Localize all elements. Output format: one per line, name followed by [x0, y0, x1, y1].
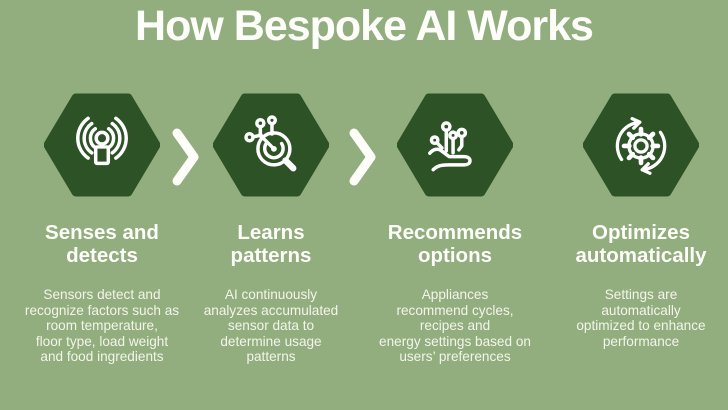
hexagon-badge — [397, 93, 513, 197]
step-column-recommends: Recommends options Appliances recommend … — [365, 0, 545, 410]
magnifier-circuit-icon — [244, 115, 297, 172]
sensor-signal-icon — [76, 116, 128, 166]
hexagon-shape — [397, 93, 513, 197]
gear-sync-arrows-icon — [615, 117, 667, 175]
step-column-optimizes: Optimizes automatically Settings are aut… — [551, 0, 728, 410]
step-column-senses: Senses and detects Sensors detect and re… — [12, 0, 192, 410]
hand-circuit-icon — [428, 121, 472, 172]
hexagon-badge — [583, 93, 699, 197]
hexagon-badge — [44, 93, 160, 197]
step-heading: Senses and detects — [45, 221, 159, 267]
chevron-right-icon — [349, 128, 376, 186]
step-description: Settings are automatically optimized to … — [576, 287, 706, 349]
hexagon-shape — [583, 93, 699, 197]
step-column-learns: Learns patterns AI continuously analyzes… — [181, 0, 361, 410]
step-heading: Optimizes automatically — [575, 221, 707, 267]
step-heading: Learns patterns — [230, 221, 312, 267]
step-heading: Recommends options — [387, 221, 523, 267]
step-description: Sensors detect and recognize factors suc… — [24, 287, 180, 365]
page-title: How Bespoke AI Works — [135, 2, 594, 50]
hexagon-badge — [213, 93, 329, 197]
chevron-right-icon — [172, 128, 199, 186]
step-description: AI continuously analyzes accumulated sen… — [203, 287, 339, 365]
step-description: Appliances recommend cycles, recipes and… — [379, 287, 531, 365]
